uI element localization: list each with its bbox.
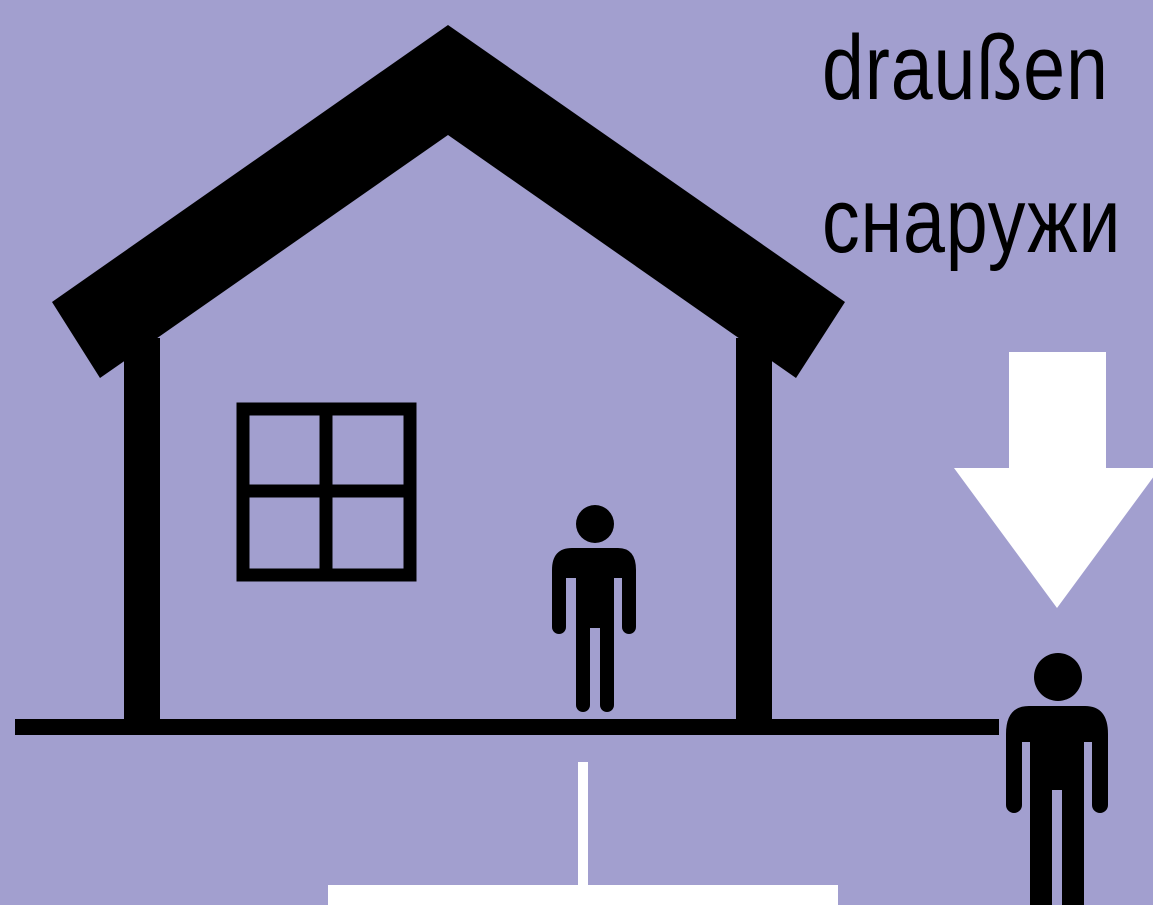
label-box [328, 885, 838, 905]
down-arrow-icon [954, 352, 1153, 608]
caption-outside-de: draußen [822, 22, 1109, 114]
ground-line [15, 719, 999, 735]
person-icon [552, 505, 636, 712]
caption-outside-ru: снаружи [822, 175, 1121, 267]
connector-line [578, 762, 588, 892]
window-icon [243, 409, 410, 575]
person-icon [1006, 653, 1108, 905]
house-icon [52, 25, 845, 722]
